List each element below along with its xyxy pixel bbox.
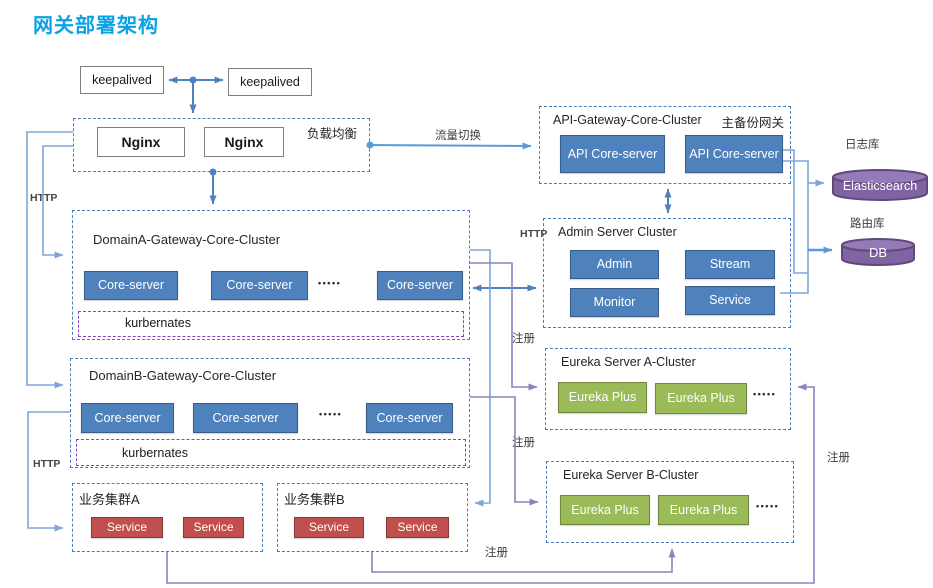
keepalived-left-label: keepalived [92,72,152,87]
eureka-a-plus-1: Eureka Plus [558,382,647,413]
admin-cluster-title: Admin Server Cluster [558,225,677,239]
cylinder-shape-icon [832,169,928,201]
cylinder-shape-icon [841,238,915,266]
eureka-a-cluster: Eureka Server A-Cluster Eureka Plus Eure… [545,348,791,430]
elasticsearch-cylinder: Elasticsearch [830,167,930,203]
biz-b-title: 业务集群B [284,492,345,507]
keepalived-right-label: keepalived [240,74,300,89]
eureka-b-title: Eureka Server B-Cluster [563,468,699,482]
stream-label: Stream [709,257,751,272]
domain-b-core-server-1: Core-server [81,403,174,433]
api-core-server-2: API Core-server [685,135,783,173]
biz-a-service-2: Service [183,517,244,538]
nginx-1-label: Nginx [121,133,161,150]
biz-cluster-a: 业务集群A Service Service [72,483,263,552]
route-db-label: 路由库 [850,218,885,230]
domain-a-kubernetes-box: kurbernates [78,311,464,337]
traffic-switch-arrow [369,142,532,150]
domain-b-cluster: DomainB-Gateway-Core-Cluster Core-server… [70,358,470,468]
api-cluster-tag: 主备份网关 [721,116,784,130]
domain-a-core-1-label: Core-server [98,278,164,293]
domain-b-kubernetes-box: kurbernates [76,439,466,466]
register-label-1: 注册 [512,333,535,345]
domain-a-title: DomainA-Gateway-Core-Cluster [93,232,281,247]
domain-a-core-server-3: Core-server [377,271,463,300]
eureka-a-title: Eureka Server A-Cluster [561,355,696,369]
api-core-server-1-label: API Core-server [567,146,658,161]
eureka-a-plus-1-label: Eureka Plus [568,390,637,405]
http-label-top: HTTP [30,192,58,204]
junction-dot [189,76,197,84]
nginx-cluster-tag: 负载均衡 [306,127,357,141]
eureka-b-plus-2-label: Eureka Plus [669,502,738,517]
biz-b-service-1-label: Service [308,520,349,535]
db-cylinder: DB [839,236,917,268]
register-label-3: 注册 [485,547,508,559]
eureka-b-ellipsis: ••••• [756,501,780,511]
domain-b-ellipsis: ••••• [319,409,343,419]
domain-a-cluster: DomainA-Gateway-Core-Cluster Core-server… [72,210,470,340]
domain-b-core-3-label: Core-server [376,410,443,425]
domain-a-ellipsis: ••••• [318,278,342,288]
biz-b-service-2: Service [386,517,449,538]
nginx-node-1: Nginx [97,127,185,157]
biz-b-service-1: Service [294,517,364,538]
api-core-server-2-label: API Core-server [689,146,779,161]
register-label-right: 注册 [827,452,850,464]
log-db-label: 日志库 [845,139,880,151]
eureka-b-plus-2: Eureka Plus [658,495,749,525]
domain-a-core-3-label: Core-server [387,278,453,293]
monitor-label: Monitor [593,295,636,310]
domain-b-core-server-2: Core-server [193,403,298,433]
api-core-server-1: API Core-server [560,135,665,173]
admin-node: Admin [570,250,659,279]
stream-node: Stream [685,250,775,279]
domain-b-core-2-label: Core-server [212,410,279,425]
db-label: DB [868,245,888,260]
biz-a-title: 业务集群A [79,492,140,507]
domain-b-core-server-3: Core-server [366,403,453,433]
domain-a-core-server-2: Core-server [211,271,308,300]
biz-a-service-1-label: Service [106,520,147,535]
domain-a-kubernetes-label: kurbernates [125,316,192,330]
keepalived-node-right: keepalived [228,68,312,96]
eureka-a-plus-2: Eureka Plus [655,383,747,414]
eureka-a-plus-2-label: Eureka Plus [667,391,735,406]
eureka-a-ellipsis: ••••• [753,389,777,399]
nginx-2-label: Nginx [224,133,264,150]
page-title: 网关部署架构 [33,15,159,37]
http-label-bottom: HTTP [33,458,61,470]
service-label: Service [709,293,751,308]
biz-a-service-1: Service [91,517,163,538]
admin-cluster: Admin Server Cluster Admin Stream Monito… [543,218,791,328]
biz-b-service-2-label: Service [397,520,438,535]
http-label-mid: HTTP [520,228,548,240]
keepalived-node-left: keepalived [80,66,164,94]
elasticsearch-label: Elasticsearch [842,179,918,193]
domain-b-kubernetes-label: kurbernates [122,446,189,460]
traffic-switch-label: 流量切换 [435,130,481,142]
admin-label: Admin [596,257,633,272]
register-label-2: 注册 [512,437,535,449]
nginx-node-2: Nginx [204,127,284,157]
eureka-b-cluster: Eureka Server B-Cluster Eureka Plus Eure… [546,461,794,543]
eureka-b-plus-1-label: Eureka Plus [571,502,639,517]
monitor-node: Monitor [570,288,659,317]
nginx-cluster: 负载均衡 Nginx Nginx [73,118,370,172]
domain-b-core-1-label: Core-server [94,410,161,425]
biz-a-service-2-label: Service [193,520,234,535]
domain-b-title: DomainB-Gateway-Core-Cluster [89,368,277,383]
api-cluster-title: API-Gateway-Core-Cluster [553,113,702,127]
domain-a-core-server-1: Core-server [84,271,178,300]
service-node: Service [685,286,775,315]
api-gateway-cluster: API-Gateway-Core-Cluster 主备份网关 API Core-… [539,106,791,184]
eureka-b-plus-1: Eureka Plus [560,495,650,525]
domain-a-core-2-label: Core-server [226,278,293,293]
biz-cluster-b: 业务集群B Service Service [277,483,468,552]
